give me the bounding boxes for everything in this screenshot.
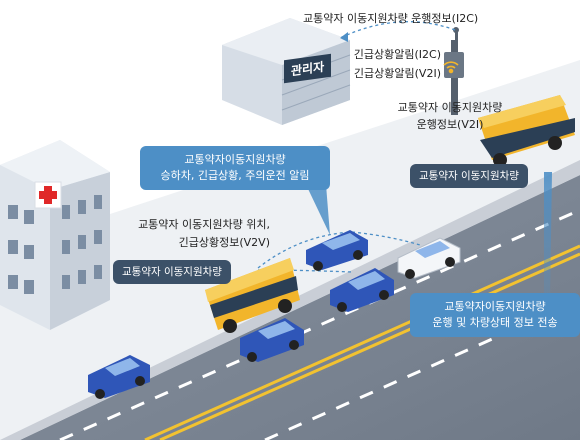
hospital-cross-icon: [34, 181, 62, 209]
center-line: [144, 244, 580, 440]
car-blue-1: [88, 355, 150, 399]
car-blue-3: [330, 268, 394, 312]
v2i-label-line1: 교통약자 이동지원차량: [397, 101, 503, 114]
alert-v2i-label: 긴급상황알림(V2I): [353, 67, 441, 80]
lane-marking: [59, 208, 580, 440]
bus-left: [205, 258, 300, 333]
car-white: [397, 237, 461, 279]
vehicle-pill-right: 교통약자 이동지원차량: [410, 164, 528, 188]
alert-i2c-label: 긴급상황알림(I2C): [353, 48, 441, 61]
wifi-signal-icon: [443, 61, 459, 74]
boarding-callout-line2: 승하차, 긴급상황, 주의운전 알림: [160, 169, 310, 182]
bus-right: [478, 95, 575, 167]
car-blue-4: [306, 230, 368, 271]
status-beam: [544, 172, 552, 300]
car-blue-2: [240, 318, 304, 362]
status-callout-line1: 교통약자이동지원차량: [444, 300, 546, 313]
boarding-callout-line1: 교통약자이동지원차량: [184, 153, 286, 166]
vehicle-pill-left: 교통약자 이동지원차량: [113, 260, 231, 284]
v2i-label-line2: 운행정보(V2I): [416, 118, 484, 131]
v2v-label-line2: 긴급상황정보(V2V): [178, 236, 270, 249]
hospital-building: [0, 140, 110, 330]
i2c-label: 교통약자 이동지원차량 운행정보(I2C): [303, 12, 479, 25]
boarding-alert-callout: 교통약자이동지원차량 승하차, 긴급상황, 주의운전 알림: [140, 146, 330, 190]
v2v-label-line1: 교통약자 이동지원차량 위치,: [138, 218, 270, 231]
status-transmit-callout: 교통약자이동지원차량 운행 및 차량상태 정보 전송: [410, 293, 580, 337]
status-callout-line2: 운행 및 차량상태 정보 전송: [432, 316, 558, 329]
